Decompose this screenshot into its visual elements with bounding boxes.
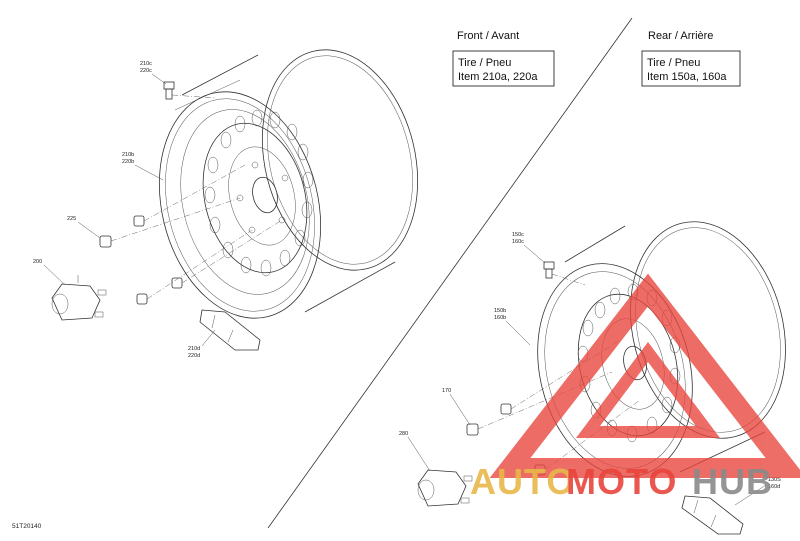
label-200: 200	[33, 259, 42, 265]
front-heading: Front / Avant	[457, 30, 519, 42]
label-160b: 160b	[494, 315, 506, 321]
front-hub-cap	[51, 275, 107, 321]
front-lug-nuts	[99, 164, 283, 305]
front-tire-box: Tire / Pneu Item 210a, 220a	[452, 50, 555, 87]
front-wheel	[158, 49, 419, 319]
watermark-text-auto: AUTO	[470, 461, 575, 502]
label-280: 280	[399, 431, 408, 437]
rear-hub-cap	[417, 469, 473, 507]
rear-wheel-weight	[681, 495, 744, 535]
label-220b: 220b	[122, 159, 134, 165]
label-150b: 150b	[494, 308, 506, 314]
label-210d: 210d	[188, 346, 200, 352]
rear-tire-box: Tire / Pneu Item 150a, 160a	[641, 50, 741, 87]
watermark-logo	[489, 273, 800, 478]
front-wheel-weight	[199, 309, 261, 351]
label-160d: 160d	[768, 484, 780, 490]
label-170: 170	[442, 388, 451, 394]
watermark-text-hub: HUB	[692, 461, 773, 502]
watermark-text: AUTO MOTO HUB	[470, 461, 773, 502]
watermark-text-moto: MOTO	[566, 461, 677, 502]
drawing-number: 51T20140	[12, 523, 42, 530]
divider-line	[267, 17, 633, 529]
front-box-line2: Item 210a, 220a	[458, 71, 538, 83]
label-210c: 210c	[140, 61, 152, 67]
label-210b: 210b	[122, 152, 134, 158]
front-box-line1: Tire / Pneu	[458, 57, 511, 69]
rear-valve-stem	[543, 261, 586, 286]
rear-wheel	[537, 221, 786, 477]
label-130s: 130S	[768, 477, 781, 483]
rear-heading: Rear / Arrière	[648, 30, 713, 42]
label-160c: 160c	[512, 239, 524, 245]
front-valve-stem	[163, 81, 216, 100]
rear-box-line2: Item 150a, 160a	[647, 71, 727, 83]
label-220c: 220c	[140, 68, 152, 74]
rear-box-line1: Tire / Pneu	[647, 57, 700, 69]
label-225: 225	[67, 216, 76, 222]
label-150c: 150c	[512, 232, 524, 238]
label-220d: 220d	[188, 353, 200, 359]
